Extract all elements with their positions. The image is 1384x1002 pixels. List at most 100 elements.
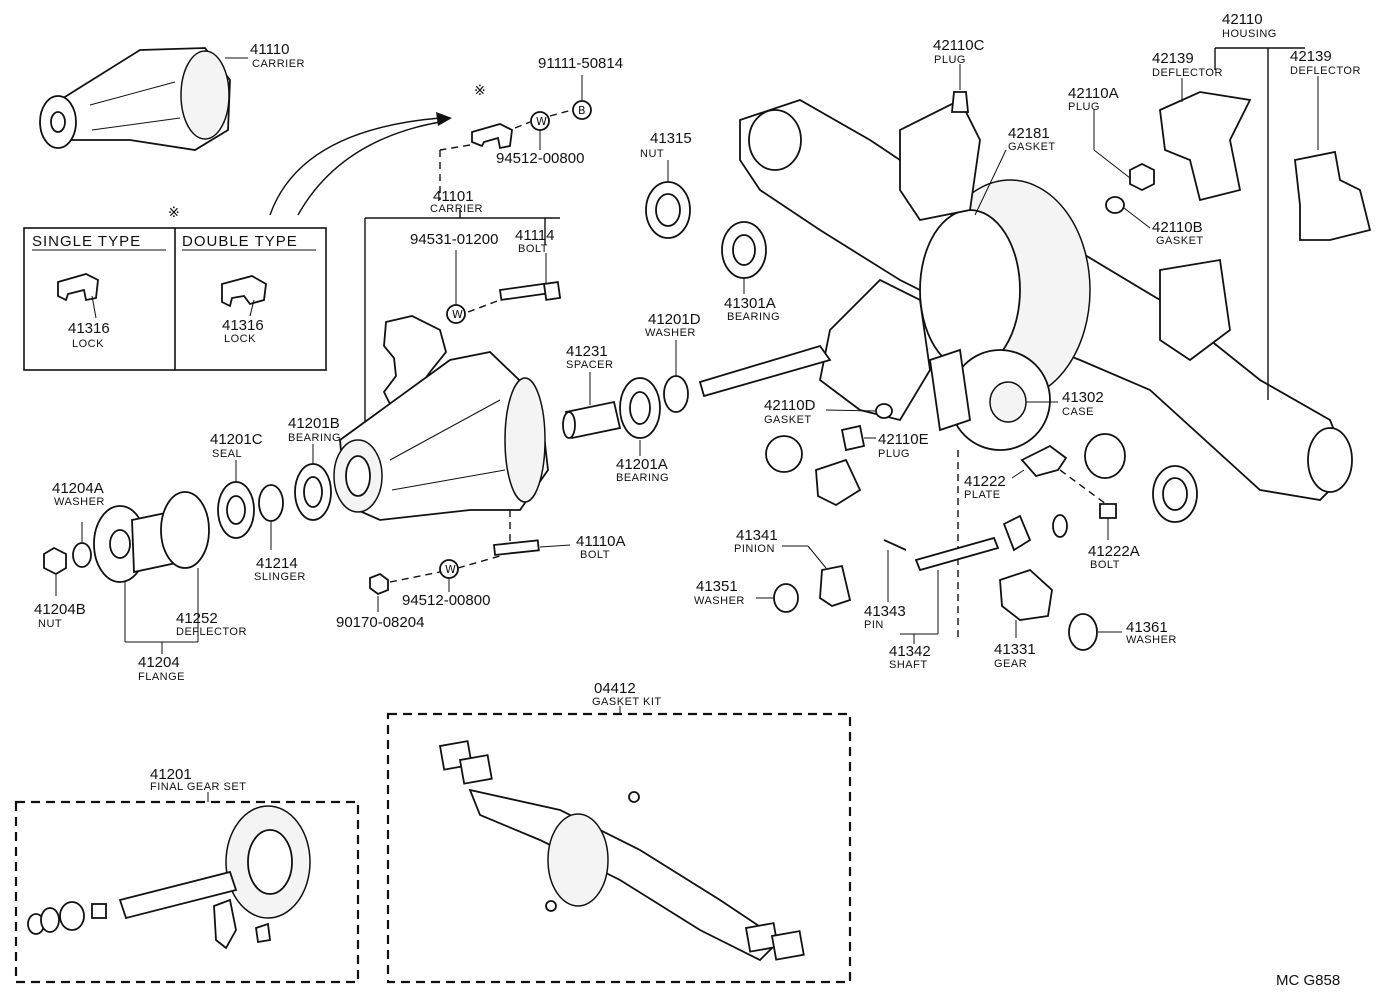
gasket-42110D-shape [875, 403, 893, 419]
label-num: 41302 [1062, 389, 1104, 406]
label-num: 90170-08204 [336, 614, 424, 631]
nut-90170 [369, 572, 389, 596]
callout-41341: 41341 PINION [734, 527, 778, 555]
washer-symbol-w1-text: W [536, 115, 547, 128]
callout-42110: 42110 HOUSING [1222, 11, 1276, 40]
carrier-rear-face [504, 377, 546, 503]
bolt-41110A-shaft [493, 539, 540, 556]
label-name: PINION [734, 543, 775, 555]
reference-mark-bracket: ※ [474, 83, 486, 99]
callout-42110A: 42110A PLUG [1068, 85, 1119, 113]
callout-41201C: 41201C SEAL [210, 431, 263, 460]
washer-symbol-w3-text: W [445, 563, 456, 576]
label-name: LOCK [72, 338, 104, 350]
callout-41331: 41331 GEAR [994, 641, 1036, 670]
double-lock-part [221, 275, 267, 308]
label-num: 41114 [515, 227, 555, 244]
final-gear-plate [213, 898, 237, 950]
spacer-bearing-washer [562, 340, 689, 456]
label-num: 42110A [1068, 85, 1119, 102]
pinion-41341-shape [819, 564, 852, 607]
callout-94531: 94531-01200 [410, 231, 498, 248]
case-body [929, 348, 971, 432]
pinion-drive-parts [43, 444, 332, 654]
housing-right-end [1307, 427, 1353, 493]
label-num: 41204A [52, 480, 104, 497]
label-num: 41110 [250, 41, 290, 58]
bracket-lock-part [471, 123, 513, 150]
callout-41301A: 41301A BEARING [724, 295, 780, 323]
label-num: 41201B [288, 415, 340, 432]
double-type-heading: DOUBLE TYPE [182, 233, 298, 250]
shaft-41342-shape [914, 536, 1000, 572]
gasket-42110B-shape [1105, 196, 1125, 214]
callout-41343: 41343 PIN [864, 603, 906, 631]
leader-41316s [91, 295, 97, 319]
case-hub [989, 381, 1027, 423]
carrier-face [180, 50, 230, 140]
bearing-41301A-bore [732, 234, 756, 266]
label-name: CARRIER [430, 203, 483, 215]
final-gear-pinion-shaft [118, 870, 238, 920]
gasket-kit-frame [386, 712, 852, 984]
callout-41201: 41201 FINAL GEAR SET [150, 766, 246, 793]
label-num: 41101 [433, 188, 474, 205]
label-num: 41204B [34, 601, 86, 618]
label-name: BEARING [727, 311, 780, 323]
label-name: WASHER [694, 595, 745, 607]
label-name: PIN [864, 619, 884, 631]
label-name: PLUG [934, 54, 966, 66]
label-name: PLUG [1068, 101, 1100, 113]
carrier-rib-2 [91, 117, 181, 131]
final-gear-bolt [255, 922, 272, 944]
label-num: 41252 [176, 610, 218, 627]
callout-41101: 41101 CARRIER [430, 188, 483, 215]
plug-42110C-shape [951, 91, 969, 113]
label-num: 41222A [1088, 543, 1140, 560]
callout-41201D: 41201D WASHER [645, 311, 701, 339]
deflector-42139a-shape [1159, 91, 1252, 202]
label-name: SLINGER [254, 571, 306, 583]
label-name: SHAFT [889, 659, 928, 671]
label-num: 41315 [650, 130, 692, 147]
label-name: FLANGE [138, 671, 185, 683]
callout-94512a: 94512-00800 [496, 150, 584, 167]
spacer-end [562, 411, 576, 439]
dash-41114 [467, 299, 501, 313]
curve-arrow [269, 117, 441, 216]
label-name: BOLT [1090, 559, 1120, 571]
leader-42110D [825, 409, 877, 412]
label-name: FINAL GEAR SET [150, 781, 246, 793]
leader-41110A [539, 544, 571, 548]
label-num: 41222 [964, 473, 1006, 490]
label-name: WASHER [645, 327, 696, 339]
plug-42110E-shape [840, 424, 866, 452]
arrow-head [436, 112, 452, 126]
callout-91111: 91111-50814 [538, 55, 623, 72]
label-num: 41316 [222, 317, 264, 334]
callout-41204A: 41204A WASHER [52, 480, 104, 508]
callout-41201B: 41201B BEARING [288, 415, 341, 444]
side-washer-small [1052, 514, 1068, 538]
carrier-assembly-41110 [39, 47, 248, 151]
label-name: BOLT [518, 243, 548, 255]
label-num: 41214 [256, 555, 298, 572]
ring-gear [819, 278, 931, 422]
callout-41201A: 41201A BEARING [616, 456, 669, 484]
bolt-symbol-b [572, 100, 592, 120]
label-name: DEFLECTOR [176, 626, 247, 638]
label-name: CASE [1062, 406, 1094, 418]
label-num: 41301A [724, 295, 776, 312]
callout-42110D: 42110D GASKET [764, 397, 816, 426]
label-name: CARRIER [252, 58, 305, 70]
label-name: NUT [38, 618, 62, 630]
deflector-41252-shape [160, 491, 210, 569]
bearing-41201B-bore [303, 476, 323, 508]
final-gear-frame [14, 800, 360, 984]
gasket-kit-cover-gasket [547, 813, 609, 907]
label-name: SEAL [212, 448, 242, 460]
callout-42110B: 42110B GASKET [1152, 219, 1203, 247]
final-gear-bearing [59, 901, 85, 931]
callout-42110E: 42110E PLUG [878, 431, 929, 460]
